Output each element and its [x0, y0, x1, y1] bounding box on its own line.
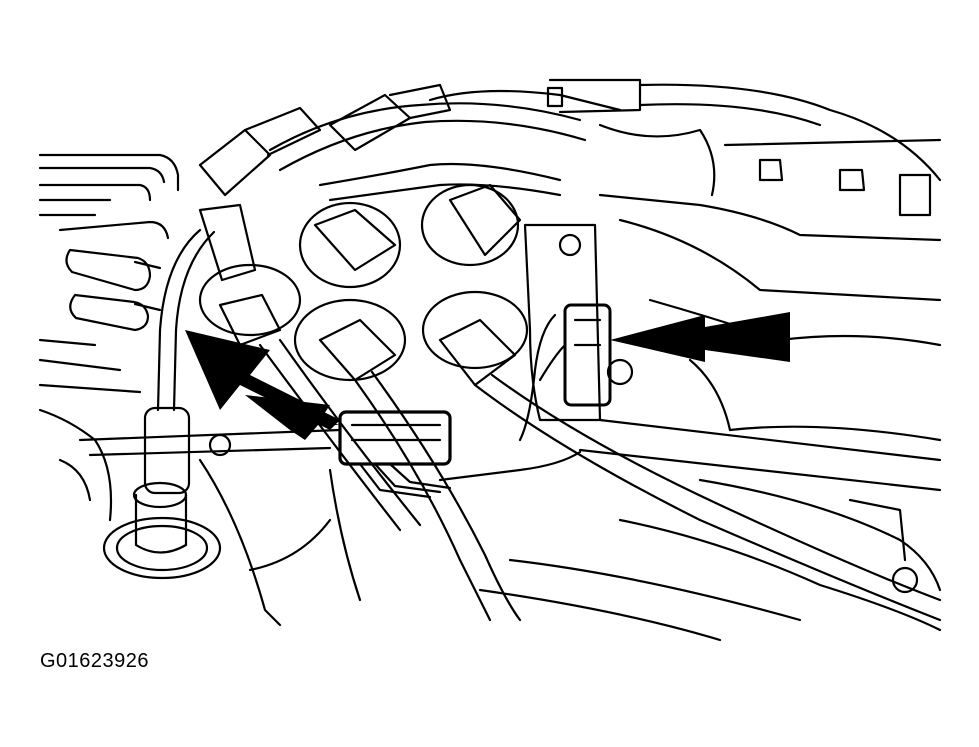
arrow-left-2 — [245, 395, 340, 440]
left-fuel-rail — [38, 153, 180, 394]
lower-block — [78, 428, 942, 642]
arrow-right — [610, 312, 790, 362]
pointer-arrows — [185, 312, 790, 440]
coil-pack — [198, 83, 942, 622]
right-connector — [518, 303, 634, 442]
coil-bracket — [523, 223, 602, 422]
figure-id-code: G01623926 — [40, 650, 150, 672]
center-connector — [338, 410, 582, 499]
spark-plug-wire-left — [102, 228, 222, 580]
left-injectors — [38, 248, 162, 522]
right-manifold — [546, 78, 942, 492]
